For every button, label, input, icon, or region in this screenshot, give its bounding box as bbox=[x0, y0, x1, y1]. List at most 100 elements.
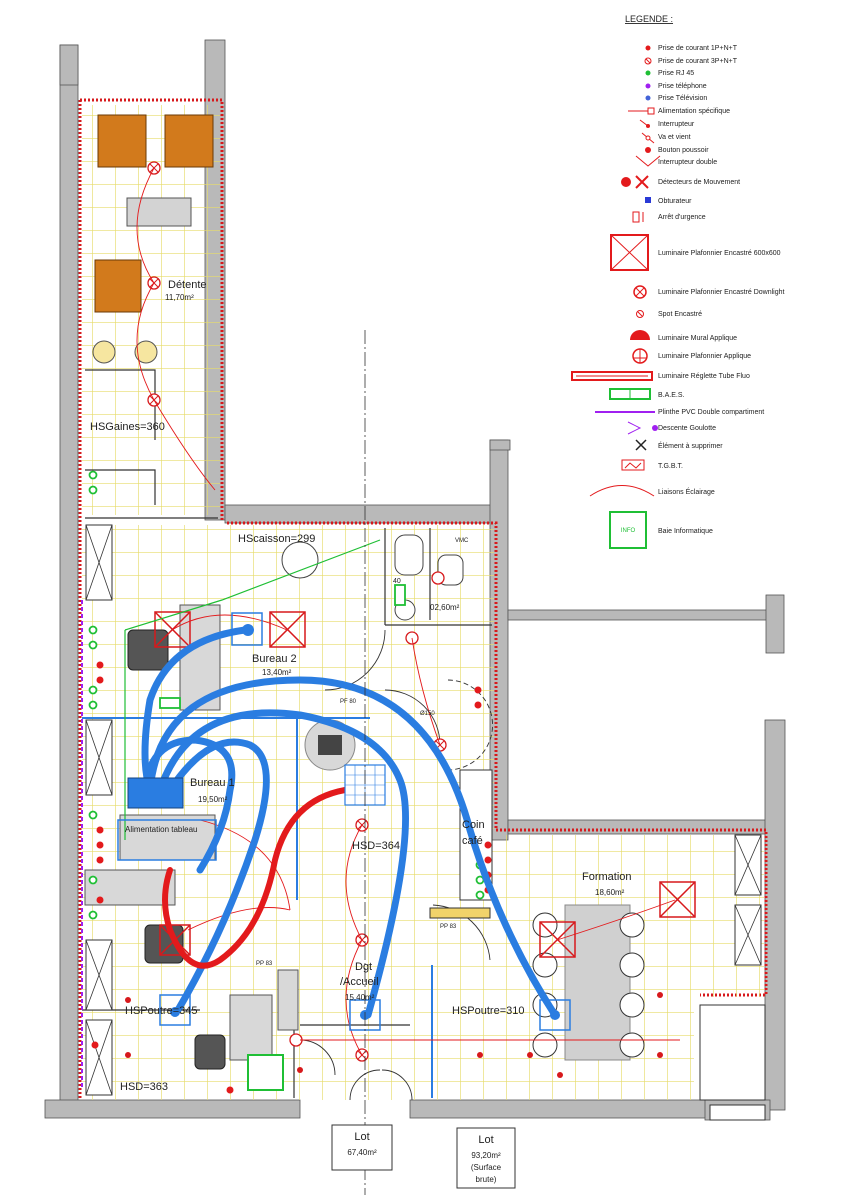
legend-label-10: Détecteurs de Mouvement bbox=[658, 179, 740, 186]
room-accueil-area: 15,40m² bbox=[345, 993, 375, 1002]
legend-label-25: Baie Informatique bbox=[658, 528, 713, 535]
emergency-lights bbox=[159, 584, 406, 709]
lot-boxes: Lot 67,40m² Lot 93,20m² (Surface brute) bbox=[331, 1124, 516, 1189]
room-accueil-1: Dgt bbox=[355, 961, 372, 973]
room-bureau1-area: 19,50m² bbox=[198, 795, 228, 804]
pp-83b: PP 83 bbox=[440, 924, 457, 930]
recessed-spot-icon bbox=[636, 310, 644, 318]
legend-label-20: Plinthe PVC Double compartiment bbox=[658, 409, 764, 416]
room-formation: Formation bbox=[582, 871, 632, 883]
hs-caisson: HScaisson=299 bbox=[238, 533, 315, 545]
coin-cafe-1: Coin bbox=[462, 819, 485, 831]
door-swings bbox=[299, 629, 493, 1101]
room-bureau2-area: 13,40m² bbox=[262, 668, 292, 677]
legend-label-1: Prise de courant 3P+N+T bbox=[658, 58, 738, 65]
legend-label-12: Arrêt d'urgence bbox=[658, 214, 706, 221]
recessed-spots bbox=[125, 992, 663, 1078]
legend: LEGENDE : bbox=[571, 14, 785, 549]
switch-icon bbox=[639, 119, 650, 128]
lot2-note1: (Surface bbox=[471, 1163, 502, 1172]
fluo-tube-icon bbox=[571, 371, 653, 381]
hs-gaines: HSGaines=360 bbox=[90, 421, 165, 433]
wc-40: 40 bbox=[393, 578, 401, 585]
legend-label-14: Luminaire Plafonnier Encastré Downlight bbox=[658, 289, 785, 296]
outlet-1p-icon bbox=[645, 45, 651, 51]
room-bureau1: Bureau 1 bbox=[190, 777, 235, 789]
remove-element-icon bbox=[635, 439, 647, 451]
vmc-label: VMC bbox=[455, 538, 469, 544]
legend-label-7: Va et vient bbox=[658, 134, 691, 141]
emergency-stop-icon bbox=[632, 211, 644, 223]
legend-label-2: Prise RJ 45 bbox=[658, 70, 694, 77]
legend-label-17: Luminaire Plafonnier Applique bbox=[658, 353, 751, 360]
rj45-outlet-icon bbox=[645, 70, 651, 76]
two-way-switch-icon bbox=[641, 132, 655, 144]
network-cable-2 bbox=[124, 539, 381, 631]
specific-supply-icon bbox=[628, 107, 655, 115]
legend-label-22: Élément à supprimer bbox=[658, 441, 723, 450]
legend-label-6: Interrupteur bbox=[658, 121, 695, 128]
motion-detector-icon bbox=[621, 175, 649, 189]
legend-label-19: B.A.E.S. bbox=[658, 392, 685, 399]
lot2-title: Lot bbox=[478, 1134, 493, 1146]
lot1-area: 67,40m² bbox=[347, 1148, 377, 1157]
legend-label-13: Luminaire Plafonnier Encastré 600x600 bbox=[658, 250, 781, 257]
ceiling-light-icon bbox=[632, 348, 648, 364]
wc-area: 02,60m² bbox=[430, 603, 460, 612]
rack-label: INFO bbox=[621, 528, 636, 534]
legend-label-23: T.G.B.T. bbox=[658, 463, 683, 470]
hsd-363: HSD=363 bbox=[120, 1081, 168, 1093]
room-bureau2: Bureau 2 bbox=[252, 653, 297, 665]
it-rack-icon: INFO bbox=[609, 511, 647, 549]
lot1-title: Lot bbox=[354, 1131, 369, 1143]
legend-labels: Prise de courant 1P+N+T Prise de courant… bbox=[658, 45, 785, 535]
d150: Ø150 bbox=[420, 711, 435, 717]
legend-label-21: Descente Goulotte bbox=[658, 425, 716, 432]
outlet-3p-icon bbox=[644, 57, 652, 65]
pf-80: PF 80 bbox=[340, 699, 357, 705]
legend-label-11: Obturateur bbox=[658, 198, 692, 205]
legend-label-24: Liaisons Éclairage bbox=[658, 487, 715, 496]
legend-label-15: Spot Encastré bbox=[658, 311, 702, 318]
legend-label-18: Luminaire Réglette Tube Fluo bbox=[658, 373, 750, 380]
lot2-note2: brute) bbox=[476, 1175, 497, 1184]
legend-label-16: Luminaire Mural Applique bbox=[658, 335, 737, 342]
downlight-icon bbox=[633, 285, 647, 299]
room-formation-area: 18,60m² bbox=[595, 888, 625, 897]
outlets bbox=[91, 661, 492, 1094]
emergency-light-icon bbox=[609, 388, 651, 400]
shutter-icon bbox=[645, 197, 651, 203]
legend-label-8: Bouton poussoir bbox=[658, 147, 709, 154]
room-labels: Détente 11,70m² HSGaines=360 HScaisson=2… bbox=[90, 279, 632, 1093]
legend-label-5: Alimentation spécifique bbox=[658, 108, 730, 115]
hs-poutre-310: HSPoutre=310 bbox=[452, 1005, 524, 1017]
legend-label-0: Prise de courant 1P+N+T bbox=[658, 45, 738, 52]
wiring-link-icon bbox=[589, 485, 655, 497]
legend-label-9: Interrupteur double bbox=[658, 159, 717, 166]
rj45-outlets bbox=[88, 470, 485, 920]
ventilation-ducts bbox=[141, 626, 559, 1019]
hs-poutre-345: HSPoutre=345 bbox=[125, 1005, 197, 1017]
legend-title: LEGENDE : bbox=[625, 14, 673, 24]
coin-cafe-2: café bbox=[462, 835, 483, 847]
lighting-wiring bbox=[136, 167, 676, 1056]
legend-label-4: Prise Télévision bbox=[658, 95, 707, 102]
hsd-364: HSD=364 bbox=[352, 840, 400, 852]
phone-outlet-icon bbox=[645, 83, 651, 89]
room-detente-area: 11,70m² bbox=[165, 293, 194, 302]
legend-label-3: Prise téléphone bbox=[658, 83, 707, 90]
room-detente: Détente bbox=[168, 279, 207, 291]
recessed-ceiling-light-icon bbox=[610, 234, 649, 271]
wall-light-icon bbox=[630, 330, 650, 340]
downdrop-icon bbox=[627, 421, 658, 435]
alim-tableau: Alimentation tableau bbox=[125, 825, 198, 834]
tv-outlet-icon bbox=[645, 95, 651, 101]
lot2-area: 93,20m² bbox=[471, 1151, 501, 1160]
push-button-icon bbox=[645, 147, 651, 153]
double-switch-icon bbox=[635, 155, 661, 167]
legend-icons: INFO bbox=[571, 45, 661, 549]
room-accueil-2: /Accueil bbox=[340, 976, 379, 988]
pp-83: PP 83 bbox=[256, 961, 273, 967]
tgbt-icon bbox=[621, 459, 645, 471]
